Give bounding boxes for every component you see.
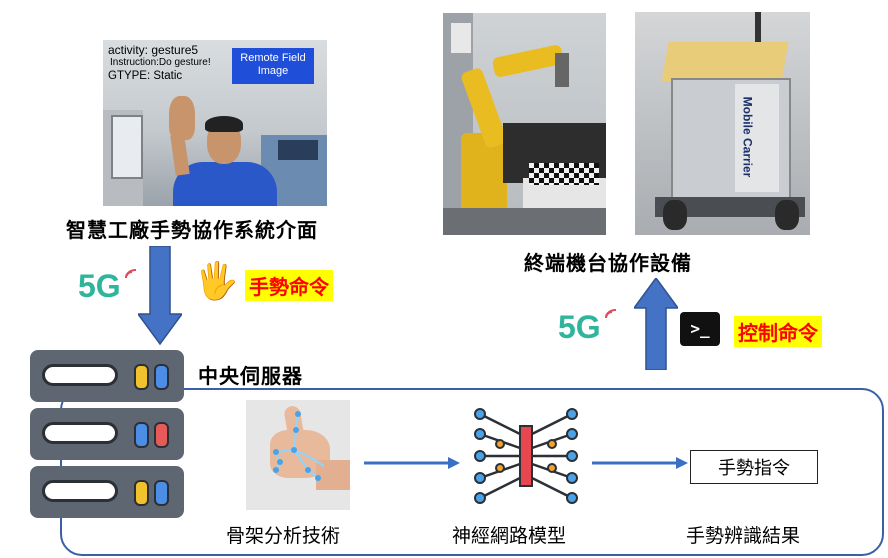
raised-hand <box>169 96 195 140</box>
wireless-signal-icon-right <box>605 308 617 319</box>
terminal-caption: 終端機台協作設備 <box>524 251 692 275</box>
terminal-icon: >_ <box>680 312 720 346</box>
person-shirt <box>173 162 277 206</box>
arrow-step2-to-step3 <box>592 457 688 469</box>
activity-text: activity: gesture5 <box>108 43 199 57</box>
carrier-text: Mobile Carrier <box>740 96 755 178</box>
up-arrow <box>634 278 678 370</box>
server-icon <box>30 350 184 520</box>
gesture-instruction-text: 手勢指令 <box>718 458 790 479</box>
control-command-label: 控制命令 <box>734 316 822 347</box>
remote-field-image-button[interactable]: Remote Field Image <box>232 48 314 84</box>
server-caption: 中央伺服器 <box>198 364 303 388</box>
wireless-signal-icon-left <box>125 268 137 279</box>
gesture-instruction-box: 手勢指令 <box>690 450 818 484</box>
robot-arm-photo <box>443 13 606 235</box>
interface-caption: 智慧工廠手勢協作系統介面 <box>66 218 318 242</box>
hand-skeleton-image <box>246 400 350 510</box>
remote-field-line2: Image <box>257 65 289 77</box>
step1-caption: 骨架分析技術 <box>226 525 341 547</box>
remote-field-line1: Remote Field <box>240 52 306 64</box>
step2-caption: 神經網路模型 <box>452 525 567 547</box>
checkerboard <box>529 163 599 185</box>
fiveg-label-right: 5G <box>558 309 601 345</box>
step3-caption: 手勢辨識結果 <box>686 525 801 547</box>
mobile-carrier-photo: Mobile Carrier <box>635 12 810 235</box>
gesture-command-label: 手勢命令 <box>245 270 333 301</box>
down-arrow <box>138 246 182 346</box>
gtype-text: GTYPE: Static <box>108 70 183 82</box>
instruction-text: Instruction:Do gesture! <box>110 57 211 68</box>
neural-network-icon <box>474 408 578 504</box>
hand-icon: 🖐 <box>194 261 239 302</box>
fiveg-label-left: 5G <box>78 268 121 304</box>
arrow-step1-to-step2 <box>364 457 460 469</box>
